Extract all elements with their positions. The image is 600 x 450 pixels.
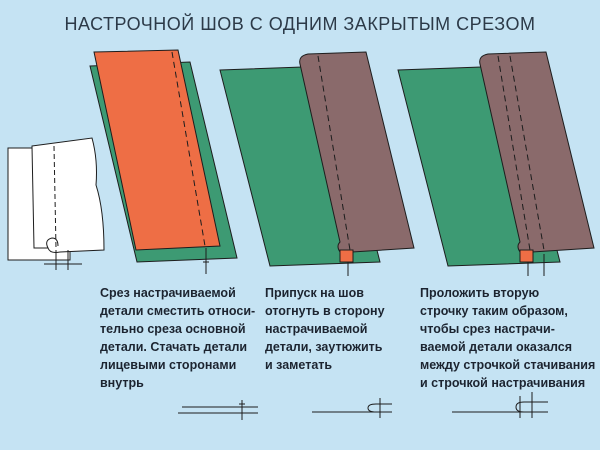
overview-stitch-line (53, 145, 57, 249)
overview-sketch (7, 137, 105, 270)
overview-seam-fold (46, 237, 59, 249)
step3-stitch-line-1 (497, 55, 531, 251)
step2-figure (219, 51, 415, 276)
step1-figure (89, 49, 238, 274)
step1-caption: Срез настрачиваемой детали сместить отно… (100, 286, 256, 390)
step2-stitch-line (317, 55, 351, 251)
step3-folded-fabric (479, 51, 595, 253)
step3-caption: Проложить вторую строчку таким образом, … (420, 286, 596, 390)
step3-stitch-line-2 (509, 55, 545, 251)
section2 (312, 398, 392, 418)
step2-seam-allowance (339, 249, 354, 263)
step1-stitch-line (171, 51, 206, 247)
step3-figure (397, 51, 595, 276)
step3-seam-allowance (519, 249, 534, 263)
step2-caption: Припуск на шов отогнуть в сторону настра… (265, 286, 385, 372)
section1 (178, 400, 258, 420)
diagram-title: НАСТРОЧНОЙ ШОВ С ОДНИМ ЗАКРЫТЫМ СРЕЗОМ (64, 14, 536, 34)
section2-folded-layer (367, 403, 392, 413)
step2-folded-fabric (299, 51, 415, 253)
step1-top-fabric (93, 49, 221, 251)
section3 (452, 392, 548, 418)
overview-top-fabric (31, 137, 105, 253)
